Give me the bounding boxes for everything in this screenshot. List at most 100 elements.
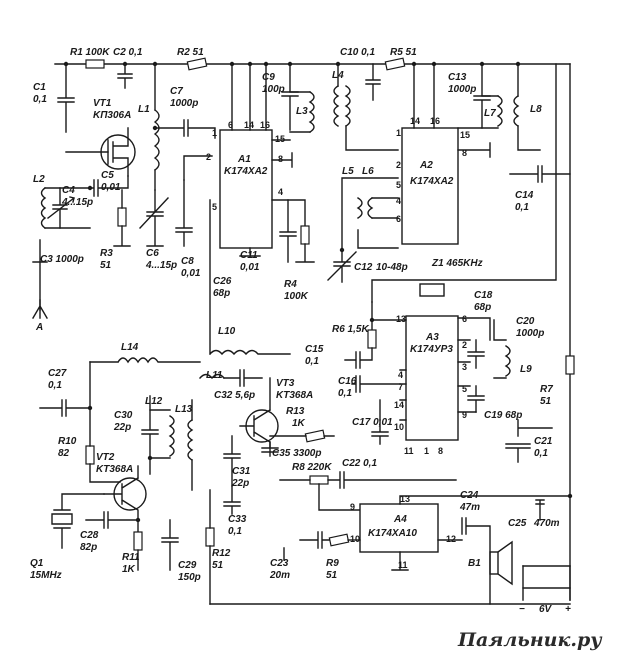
svg-text:1: 1 — [212, 128, 217, 138]
svg-text:C30: C30 — [114, 410, 133, 421]
svg-text:4: 4 — [278, 187, 283, 197]
svg-text:C3 1000p: C3 1000p — [40, 254, 84, 265]
capacitor-c29: C29 150p — [161, 519, 201, 583]
svg-text:51: 51 — [540, 396, 552, 407]
svg-text:68p: 68p — [474, 302, 491, 313]
svg-text:L5: L5 — [342, 166, 354, 177]
svg-text:A2: A2 — [419, 160, 433, 171]
svg-text:A3: A3 — [425, 332, 439, 343]
svg-text:15: 15 — [460, 130, 470, 140]
svg-text:0,01: 0,01 — [181, 268, 201, 279]
svg-text:3: 3 — [462, 362, 467, 372]
capacitor-c10: C10 0,1 — [340, 47, 381, 101]
svg-text:1000p: 1000p — [170, 98, 198, 109]
svg-text:150p: 150p — [178, 572, 201, 583]
resistor-r12: R12 51 — [205, 489, 231, 605]
capacitor-c8: C8 0,01 — [175, 179, 201, 279]
ic-a2: A2 K174XA2 1 2 5 4 6 14 16 15 8 — [396, 63, 491, 245]
resistor-r11: R11 1K — [122, 531, 143, 575]
svg-text:C26: C26 — [213, 276, 232, 287]
svg-text:14: 14 — [394, 400, 404, 410]
capacitor-c6: C6 4...15p — [139, 189, 177, 271]
svg-text:KT368A: KT368A — [96, 464, 133, 475]
svg-text:C2 0,1: C2 0,1 — [113, 47, 143, 58]
svg-text:22p: 22p — [113, 422, 131, 433]
svg-text:0,01: 0,01 — [240, 262, 260, 273]
svg-text:C31: C31 — [232, 466, 251, 477]
svg-text:10: 10 — [394, 422, 404, 432]
svg-text:0,1: 0,1 — [48, 380, 62, 391]
svg-text:K174УР3: K174УР3 — [410, 344, 453, 355]
svg-text:1000p: 1000p — [448, 84, 476, 95]
svg-text:6V: 6V — [539, 604, 553, 615]
inductor-l4: L4 — [332, 63, 399, 151]
svg-text:C23: C23 — [270, 558, 289, 569]
svg-text:5: 5 — [462, 384, 467, 394]
svg-text:C10 0,1: C10 0,1 — [340, 47, 375, 58]
svg-text:C14: C14 — [515, 190, 534, 201]
transistor-vt1: VT1 KП306A — [65, 98, 136, 177]
resistor-r9: R9 51 — [326, 533, 361, 581]
svg-text:2: 2 — [206, 152, 211, 162]
svg-text:9: 9 — [462, 410, 467, 420]
svg-text:C11: C11 — [240, 250, 258, 261]
svg-text:R5 51: R5 51 — [390, 47, 417, 58]
svg-text:L14: L14 — [121, 342, 139, 353]
capacitor-c7: C7 1000p — [154, 86, 216, 139]
svg-text:11: 11 — [404, 446, 414, 456]
svg-text:L2: L2 — [33, 174, 45, 185]
svg-text:Z1 465KHz: Z1 465KHz — [431, 258, 483, 269]
svg-text:51: 51 — [100, 260, 112, 271]
resistor-r5: R5 51 — [384, 47, 417, 71]
svg-text:51: 51 — [326, 570, 338, 581]
capacitor-c1: C1 0,1 — [33, 63, 75, 133]
svg-text:0,1: 0,1 — [338, 388, 352, 399]
svg-text:C22 0,1: C22 0,1 — [342, 458, 377, 469]
svg-text:VT1: VT1 — [93, 98, 112, 109]
capacitor-c16: C16 0,1 — [338, 375, 401, 399]
svg-text:C16: C16 — [338, 376, 357, 387]
svg-text:6: 6 — [462, 314, 467, 324]
svg-text:C18: C18 — [474, 290, 493, 301]
svg-text:C33: C33 — [228, 514, 247, 525]
svg-text:R4: R4 — [284, 279, 297, 290]
svg-text:L4: L4 — [332, 70, 344, 81]
inductor-l12-capacitor-c30: L12 C30 22p — [113, 395, 175, 475]
svg-text:R2 51: R2 51 — [177, 47, 204, 58]
svg-text:82: 82 — [58, 448, 70, 459]
resistor-r13: R13 1K — [269, 406, 335, 443]
svg-text:6: 6 — [228, 120, 233, 130]
svg-text:7: 7 — [398, 382, 403, 392]
resistor-r8: R8 220K C22 0,1 — [279, 458, 457, 511]
capacitor-c27: C27 0,1 — [39, 361, 91, 417]
svg-text:1: 1 — [424, 446, 429, 456]
svg-text:C32 5,6p: C32 5,6p — [214, 390, 255, 401]
capacitor-c9-inductor-l3: C9 100p L3 — [262, 63, 315, 141]
svg-text:A1: A1 — [237, 154, 251, 165]
svg-text:C13: C13 — [448, 72, 467, 83]
svg-text:C12: C12 — [354, 262, 373, 273]
svg-text:A4: A4 — [393, 514, 407, 525]
svg-text:VT2: VT2 — [96, 452, 115, 463]
svg-text:5: 5 — [396, 180, 401, 190]
svg-text:10: 10 — [350, 534, 360, 544]
svg-text:C25: C25 — [508, 518, 527, 529]
inductor-l14: L14 — [89, 342, 201, 364]
svg-text:8: 8 — [438, 446, 443, 456]
svg-text:1000p: 1000p — [516, 328, 544, 339]
svg-text:A: A — [35, 322, 43, 333]
svg-text:100K: 100K — [284, 291, 309, 302]
svg-text:C17 0,01: C17 0,01 — [352, 417, 393, 428]
transistor-vt2: VT2 KT368A — [96, 452, 147, 541]
svg-text:16: 16 — [260, 120, 270, 130]
svg-text:KП306A: KП306A — [93, 110, 131, 121]
svg-text:20m: 20m — [269, 570, 290, 581]
capacitor-c32: C32 5,6p — [214, 369, 263, 401]
capacitor-c31: C31 22p — [223, 435, 251, 489]
antenna-input: A — [32, 299, 48, 333]
svg-text:12: 12 — [446, 534, 456, 544]
svg-text:L9: L9 — [520, 364, 532, 375]
svg-text:C28: C28 — [80, 530, 99, 541]
svg-text:100p: 100p — [262, 84, 285, 95]
svg-text:1K: 1K — [292, 418, 306, 429]
